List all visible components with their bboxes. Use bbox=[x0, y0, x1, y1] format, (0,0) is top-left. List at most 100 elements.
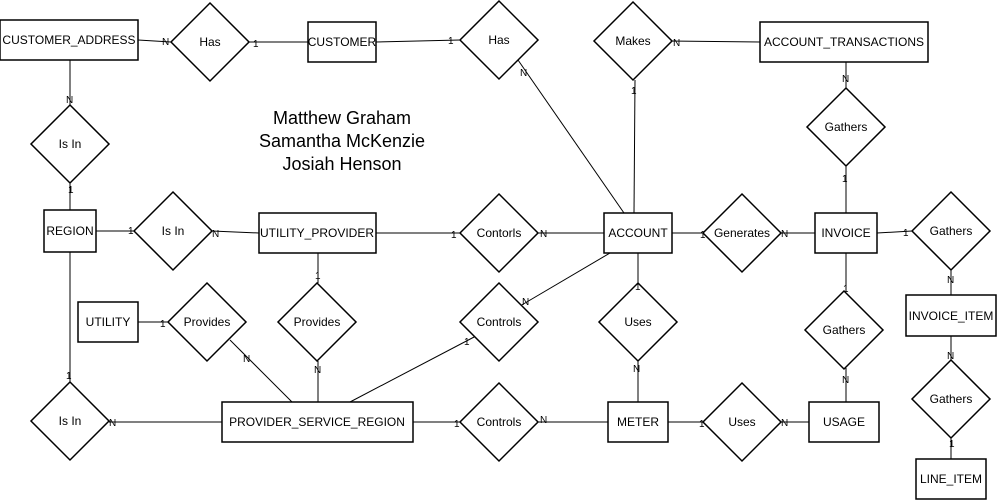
relationship-controls-region[interactable]: Controls bbox=[458, 281, 540, 363]
relationship-label: Has bbox=[488, 33, 509, 47]
card-customer-has: 1 bbox=[448, 36, 454, 47]
edge-isin-provider bbox=[211, 230, 260, 234]
relationship-has-account[interactable]: Has bbox=[458, 0, 540, 81]
relationship-provides-service[interactable]: Provides bbox=[276, 281, 358, 363]
relationship-gathers-transactions[interactable]: Gathers bbox=[805, 86, 887, 168]
relationship-generates[interactable]: Generates bbox=[701, 192, 783, 274]
relationship-gathers-line[interactable]: Gathers bbox=[910, 358, 992, 440]
relationship-is-in-service[interactable]: Is In bbox=[29, 380, 111, 462]
edge-psr-controls bbox=[349, 335, 477, 403]
card-provider-provides: 1 bbox=[315, 271, 321, 282]
card-region-isin: 1 bbox=[128, 226, 134, 237]
author-name: Josiah Henson bbox=[282, 154, 402, 174]
relationship-label: Uses bbox=[728, 415, 755, 429]
entity-meter[interactable]: METER bbox=[607, 401, 669, 443]
card-psr-controls: 1 bbox=[464, 337, 470, 348]
relationship-has-address[interactable]: Has bbox=[169, 1, 251, 83]
card-account-uses: 1 bbox=[635, 282, 641, 293]
relationship-controls-meter[interactable]: Controls bbox=[458, 381, 540, 463]
entity-label: INVOICE_ITEM bbox=[909, 309, 994, 323]
card-region-isin2: 1 bbox=[66, 371, 72, 382]
edge-makes-account bbox=[633, 79, 636, 214]
card-addr-has: N bbox=[162, 37, 169, 48]
relationship-label: Gathers bbox=[825, 120, 868, 134]
card-has-customer: 1 bbox=[253, 39, 259, 50]
edge-makes-transactions bbox=[668, 40, 761, 43]
entity-utility[interactable]: UTILITY bbox=[77, 301, 139, 343]
entity-invoice-item[interactable]: INVOICE_ITEM bbox=[905, 294, 997, 337]
entity-account[interactable]: ACCOUNT bbox=[603, 212, 673, 254]
entity-invoice[interactable]: INVOICE bbox=[814, 212, 878, 254]
author-name: Samantha McKenzie bbox=[258, 131, 426, 151]
entity-label: ACCOUNT_TRANSACTIONS bbox=[764, 35, 924, 49]
card-utility-provides: 1 bbox=[160, 319, 166, 330]
relationship-label: Provides bbox=[184, 315, 231, 329]
edge-customer-has bbox=[375, 39, 461, 43]
entity-label: INVOICE bbox=[821, 226, 870, 240]
relationship-label: Is In bbox=[59, 137, 82, 151]
card-isin-provider: N bbox=[212, 229, 219, 240]
card-trans-gathers: N bbox=[842, 74, 849, 85]
entity-line-item[interactable]: LINE_ITEM bbox=[915, 458, 987, 500]
card-gathers-lineitem: 1 bbox=[949, 439, 955, 450]
card-invitem-gathers: N bbox=[947, 351, 954, 362]
entity-label: PROVIDER_SERVICE_REGION bbox=[229, 415, 405, 429]
card-gathers-invoice: 1 bbox=[842, 174, 848, 185]
card-makes-trans: N bbox=[673, 38, 680, 49]
relationship-gathers-items[interactable]: Gathers bbox=[910, 190, 992, 272]
relationship-uses-meter[interactable]: Uses bbox=[597, 281, 679, 363]
card-makes-account: 1 bbox=[631, 86, 637, 97]
relationship-uses-usage[interactable]: Uses bbox=[701, 381, 783, 463]
entity-customer[interactable]: CUSTOMER bbox=[307, 21, 377, 63]
relationship-provides-utility[interactable]: Provides bbox=[166, 281, 248, 363]
card-psr-controls2: 1 bbox=[454, 419, 460, 430]
entity-label: ACCOUNT bbox=[608, 226, 668, 240]
relationship-label: Gathers bbox=[930, 392, 973, 406]
relationship-controls-account[interactable]: Contorls bbox=[458, 192, 540, 274]
edge-has-account bbox=[517, 59, 625, 214]
entity-label: UTILITY bbox=[86, 315, 131, 329]
relationship-label: Gathers bbox=[823, 323, 866, 337]
relationship-label: Contorls bbox=[477, 226, 522, 240]
card-provides2-psr: N bbox=[314, 365, 321, 376]
entity-label: REGION bbox=[46, 224, 93, 238]
entity-provider-service-region[interactable]: PROVIDER_SERVICE_REGION bbox=[221, 401, 414, 443]
card-has-account: N bbox=[520, 68, 527, 79]
card-meter-uses: 1 bbox=[699, 419, 705, 430]
relationships: Has Has Makes Gathers Is In Is In bbox=[29, 0, 992, 463]
relationship-is-in-address[interactable]: Is In bbox=[29, 103, 111, 185]
entity-utility-provider[interactable]: UTILITY_PROVIDER bbox=[258, 212, 377, 254]
relationship-label: Gathers bbox=[930, 224, 973, 238]
relationship-label: Is In bbox=[162, 224, 185, 238]
card-controls-meter: N bbox=[540, 415, 547, 426]
relationship-gathers-usage[interactable]: Gathers bbox=[803, 289, 885, 371]
card-controls-account: N bbox=[540, 229, 547, 240]
card-addr-isin: N bbox=[66, 95, 73, 106]
entity-region[interactable]: REGION bbox=[43, 209, 97, 253]
relationship-label: Provides bbox=[294, 315, 341, 329]
edge-controls-account2 bbox=[519, 252, 611, 307]
relationship-is-in-provider[interactable]: Is In bbox=[132, 190, 214, 272]
edge-provides-psr bbox=[229, 339, 293, 403]
card-provider-controls: 1 bbox=[451, 230, 457, 241]
relationship-label: Generates bbox=[714, 226, 770, 240]
card-provides-psr: N bbox=[243, 354, 250, 365]
relationship-makes[interactable]: Makes bbox=[592, 0, 674, 82]
relationship-label: Uses bbox=[624, 315, 651, 329]
entities: CUSTOMER_ADDRESS CUSTOMER ACCOUNT_TRANSA… bbox=[0, 19, 997, 500]
relationship-label: Has bbox=[199, 35, 220, 49]
entity-label: LINE_ITEM bbox=[920, 472, 982, 486]
entity-usage[interactable]: USAGE bbox=[808, 401, 880, 443]
entity-customer-address[interactable]: CUSTOMER_ADDRESS bbox=[0, 19, 139, 61]
entity-label: UTILITY_PROVIDER bbox=[260, 226, 374, 240]
entity-account-transactions[interactable]: ACCOUNT_TRANSACTIONS bbox=[759, 21, 929, 63]
card-uses-usage: N bbox=[781, 418, 788, 429]
relationship-label: Controls bbox=[477, 315, 522, 329]
card-isin-region: 1 bbox=[68, 185, 74, 196]
entity-label: CUSTOMER_ADDRESS bbox=[2, 33, 135, 47]
card-controls-account2: N bbox=[522, 297, 529, 308]
card-isin-psr: N bbox=[109, 418, 116, 429]
entity-label: USAGE bbox=[823, 415, 865, 429]
